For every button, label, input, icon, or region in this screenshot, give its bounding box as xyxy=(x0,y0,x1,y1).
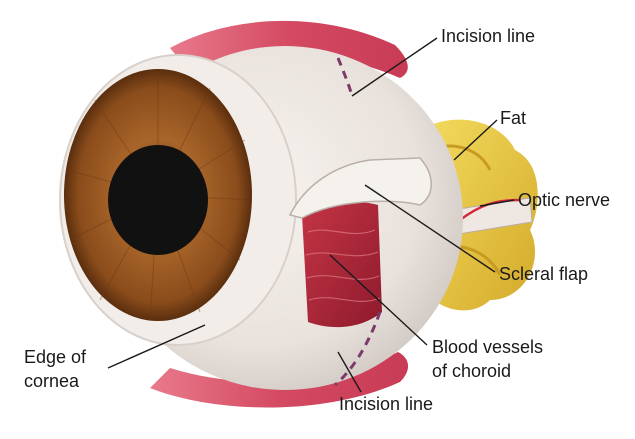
label-blood-vessels-line2: of choroid xyxy=(432,360,511,382)
label-fat: Fat xyxy=(500,107,526,129)
pupil xyxy=(108,145,208,255)
label-edge-of-cornea-line1: Edge of xyxy=(24,346,86,368)
label-incision-line-top: Incision line xyxy=(441,25,535,47)
label-incision-line-bottom: Incision line xyxy=(339,393,433,415)
label-optic-nerve: Optic nerve xyxy=(518,189,610,211)
label-scleral-flap: Scleral flap xyxy=(499,263,588,285)
label-blood-vessels-line1: Blood vessels xyxy=(432,336,543,358)
choroid-exposed xyxy=(302,201,382,327)
label-edge-of-cornea-line2: cornea xyxy=(24,370,79,392)
